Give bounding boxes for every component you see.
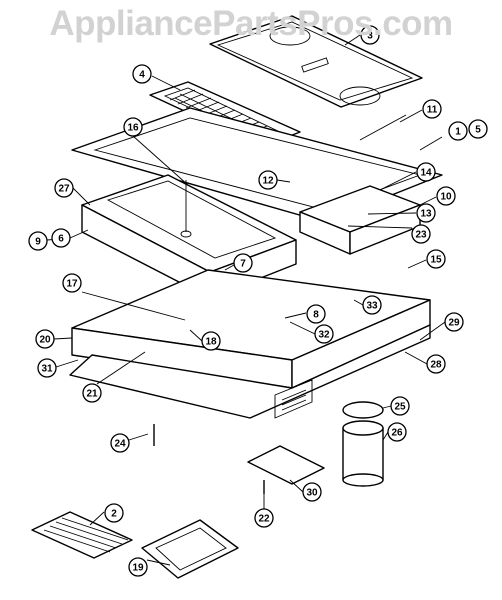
svg-text:9: 9 (35, 237, 41, 248)
svg-text:11: 11 (427, 105, 438, 116)
svg-text:21: 21 (86, 389, 98, 400)
svg-text:33: 33 (366, 301, 378, 312)
callout-11: 11 (422, 99, 442, 119)
callout-1: 1 (448, 121, 468, 141)
callout-26: 26 (387, 422, 407, 442)
callout-23: 23 (411, 224, 431, 244)
svg-text:23: 23 (415, 230, 427, 241)
svg-text:20: 20 (39, 335, 51, 346)
callout-29: 29 (444, 312, 464, 332)
callout-3: 3 (360, 25, 380, 45)
leader-lines (46, 34, 446, 566)
part-grate (141, 519, 239, 579)
callout-31: 31 (37, 358, 57, 378)
part-base-pan (69, 269, 431, 419)
svg-text:6: 6 (58, 234, 64, 245)
callout-2: 2 (104, 503, 124, 523)
svg-text:27: 27 (58, 184, 70, 195)
svg-text:1: 1 (455, 127, 461, 138)
callout-22: 22 (254, 508, 274, 528)
svg-text:14: 14 (420, 168, 432, 179)
callout-4: 4 (132, 64, 152, 84)
part-filters (31, 511, 133, 559)
callout-17: 17 (62, 273, 82, 293)
svg-text:31: 31 (41, 364, 53, 375)
svg-text:4: 4 (139, 70, 145, 81)
svg-text:26: 26 (391, 428, 403, 439)
svg-text:17: 17 (66, 279, 78, 290)
callout-20: 20 (35, 329, 55, 349)
callout-5: 5 (468, 119, 488, 139)
callout-16: 16 (123, 117, 143, 137)
svg-text:13: 13 (420, 209, 432, 220)
callout-6: 6 (51, 228, 71, 248)
svg-text:30: 30 (306, 488, 318, 499)
svg-text:7: 7 (240, 259, 246, 270)
svg-text:28: 28 (430, 360, 442, 371)
svg-text:8: 8 (313, 310, 319, 321)
svg-text:12: 12 (262, 176, 274, 187)
callout-33: 33 (362, 295, 382, 315)
callout-18: 18 (201, 331, 221, 351)
callout-32: 32 (314, 324, 334, 344)
svg-text:10: 10 (440, 192, 452, 203)
callout-12: 12 (258, 170, 278, 190)
svg-text:15: 15 (430, 255, 442, 266)
svg-text:29: 29 (448, 318, 460, 329)
part-hardware (153, 424, 265, 494)
callout-14: 14 (416, 162, 436, 182)
callout-25: 25 (390, 396, 410, 416)
svg-text:5: 5 (475, 125, 481, 136)
callout-24: 24 (110, 433, 130, 453)
part-filter-jar (342, 401, 384, 487)
svg-text:25: 25 (394, 402, 406, 413)
svg-text:32: 32 (318, 330, 330, 341)
part-tray (247, 445, 325, 485)
callout-21: 21 (82, 383, 102, 403)
callout-19: 19 (128, 557, 148, 577)
part-cooktop (209, 15, 423, 108)
callout-28: 28 (426, 354, 446, 374)
svg-text:24: 24 (114, 439, 126, 450)
part-right-module (299, 185, 421, 255)
callout-27: 27 (54, 178, 74, 198)
callout-13: 13 (416, 203, 436, 223)
callout-9: 9 (28, 231, 48, 251)
callout-8: 8 (306, 304, 326, 324)
svg-text:22: 22 (258, 514, 270, 525)
callout-15: 15 (426, 249, 446, 269)
callout-10: 10 (436, 186, 456, 206)
callout-30: 30 (302, 482, 322, 502)
svg-text:16: 16 (127, 123, 139, 134)
svg-text:2: 2 (111, 509, 117, 520)
svg-text:19: 19 (132, 563, 144, 574)
svg-text:18: 18 (205, 337, 217, 348)
callout-7: 7 (233, 253, 253, 273)
svg-text:3: 3 (367, 31, 373, 42)
